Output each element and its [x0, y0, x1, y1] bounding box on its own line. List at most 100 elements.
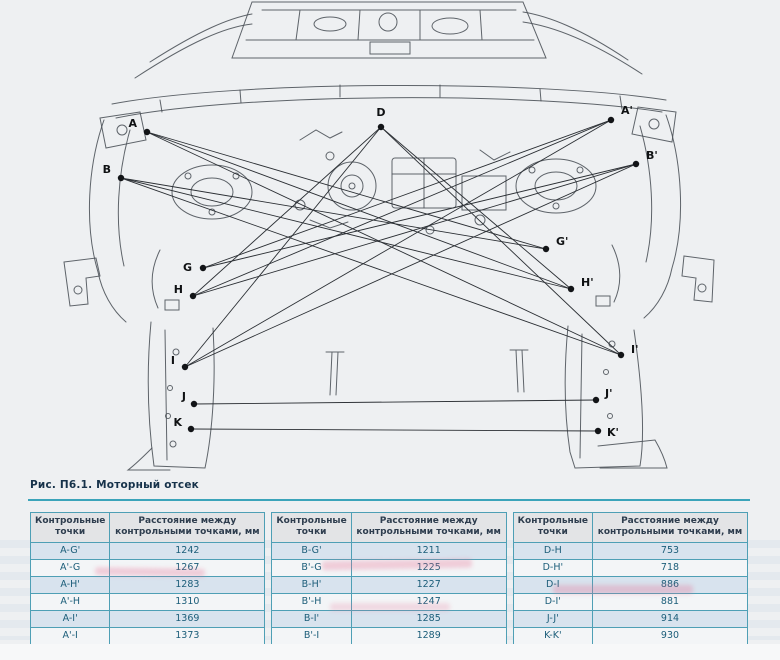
point-pair-cell: D-I' [512, 592, 594, 611]
measure-line-B'-I [184, 163, 637, 368]
control-point-label-I': I' [631, 343, 638, 356]
point-pair-cell: A-I' [29, 609, 111, 628]
control-point-label-K: K [173, 416, 182, 429]
point-pair-cell: A-H' [29, 575, 111, 594]
control-point-label-G': G' [556, 235, 568, 248]
measure-line-D-H [192, 126, 382, 297]
measure-line-D-I' [380, 126, 622, 356]
point-pair-cell: B-I' [271, 609, 352, 628]
control-point-D [377, 123, 385, 131]
measure-line-B'-G [202, 163, 637, 269]
measurement-lines [120, 119, 637, 432]
control-point-G' [542, 245, 550, 253]
table-row: D-H'718 [512, 558, 748, 577]
table-row: B-G'1211 [271, 541, 507, 560]
measure-line-J-J' [193, 399, 597, 405]
control-point-label-I: I [171, 354, 175, 367]
measure-line-A'-I [184, 119, 612, 368]
point-pair-cell: A-G' [29, 541, 111, 560]
distance-value-cell: 1267 [109, 558, 266, 577]
column-header-points: Контрольные точки [29, 512, 111, 543]
control-point-K [187, 425, 195, 433]
control-point-label-J: J [181, 390, 186, 403]
measure-line-A-I' [146, 131, 622, 356]
control-point-label-B': B' [646, 149, 658, 162]
control-point-label-H: H [174, 283, 183, 296]
measure-line-A-H' [146, 131, 572, 290]
measure-line-A-G' [146, 131, 547, 250]
control-point-A [143, 128, 151, 136]
measure-line-B-I' [120, 177, 622, 356]
distance-value-cell: 1373 [109, 626, 266, 645]
point-pair-cell: A'-G [29, 558, 111, 577]
distance-value-cell: 914 [592, 609, 748, 628]
table-row: A-I'1369 [29, 609, 266, 628]
measure-line-A'-G [202, 119, 612, 269]
control-point-label-G: G [183, 261, 192, 274]
page-margin [0, 644, 780, 660]
distance-value-cell: 1242 [109, 541, 266, 560]
point-pair-cell: B-G' [271, 541, 352, 560]
control-point-label-B: B [103, 163, 111, 176]
table-row: D-I'881 [512, 592, 748, 611]
point-pair-cell: K-K' [512, 626, 594, 645]
point-pair-cell: A'-H [29, 592, 111, 611]
control-point-A' [607, 116, 615, 124]
table-row: B-H'1227 [271, 575, 507, 594]
measurement-table-2: Контрольные точки Расстояние между контр… [271, 512, 507, 645]
engine-bay-line-art [63, 1, 715, 471]
measurement-table-3: Контрольные точки Расстояние между контр… [512, 512, 748, 645]
control-point-B [117, 174, 125, 182]
figure-caption: Рис. П6.1. Моторный отсек [30, 479, 199, 491]
measure-line-K-K' [190, 428, 599, 432]
control-point-label-A': A' [621, 104, 633, 117]
point-pair-cell: B'-G [271, 558, 352, 577]
column-header-points: Контрольные точки [512, 512, 594, 543]
distance-value-cell: 1283 [109, 575, 266, 594]
distance-value-cell: 1285 [350, 609, 507, 628]
control-point-H' [567, 285, 575, 293]
point-pair-cell: B'-I [271, 626, 352, 645]
divider-rule [28, 499, 750, 501]
distance-value-cell: 1369 [109, 609, 266, 628]
control-point-I' [617, 351, 625, 359]
control-point-label-K': K' [607, 426, 619, 439]
control-point-B' [632, 160, 640, 168]
point-pair-cell: A'-I [29, 626, 111, 645]
point-pair-cell: D-I [512, 575, 594, 594]
point-pair-cell: D-H' [512, 558, 594, 577]
distance-value-cell: 1211 [350, 541, 507, 560]
control-point-I [181, 363, 189, 371]
column-header-distance: Расстояние между контрольными точками, м… [109, 512, 266, 543]
control-point-label-A: A [128, 117, 137, 130]
point-pair-cell: B-H' [271, 575, 352, 594]
measurement-table-1: Контрольные точки Расстояние между контр… [29, 512, 266, 645]
distance-value-cell: 718 [592, 558, 748, 577]
control-point-label-D: D [376, 106, 385, 119]
column-header-distance: Расстояние между контрольными точками, м… [592, 512, 748, 543]
distance-value-cell: 1289 [350, 626, 507, 645]
control-point-label-J': J' [604, 387, 612, 400]
point-pair-cell: J-J' [512, 609, 594, 628]
point-pair-cell: D-H [512, 541, 594, 560]
control-point-J' [592, 396, 600, 404]
control-point-G [199, 264, 207, 272]
distance-value-cell: 753 [592, 541, 748, 560]
distance-value-cell: 1225 [350, 558, 507, 577]
control-point-K' [594, 427, 602, 435]
measure-line-B-H' [120, 177, 572, 290]
distance-value-cell: 1227 [350, 575, 507, 594]
distance-value-cell: 886 [592, 575, 748, 594]
distance-value-cell: 930 [592, 626, 748, 645]
table-row: A-H'1283 [29, 575, 266, 594]
